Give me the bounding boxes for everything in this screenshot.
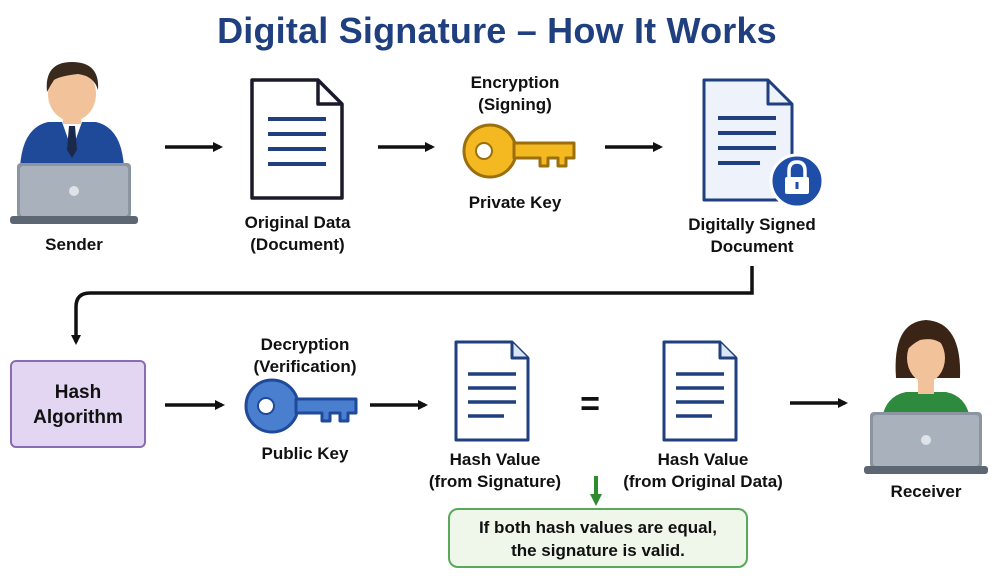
hash-original-line2: (from Original Data): [623, 472, 783, 491]
original-data-label: Original Data (Document): [225, 212, 370, 256]
private-key-label: Private Key: [468, 193, 562, 212]
receiver-label: Receiver: [890, 482, 962, 501]
validation-note-line1: If both hash values are equal,: [478, 518, 718, 537]
original-data-line1: Original Data: [244, 213, 351, 232]
connector-arrow: [71, 266, 754, 345]
equals-sign: =: [580, 385, 600, 423]
hash-original-label: Hash Value (from Original Data): [608, 449, 798, 493]
hash-signature-line2: (from Signature): [428, 472, 562, 491]
decryption-line2: (Verification): [253, 357, 357, 376]
flow-arrows-bottom: [165, 398, 848, 410]
encryption-line2: (Signing): [478, 95, 552, 114]
hash-signature-line1: Hash Value: [449, 450, 541, 469]
public-key-label: Public Key: [261, 444, 349, 463]
lock-icon: [769, 153, 825, 209]
signed-line2: Document: [710, 237, 794, 256]
sender-label: Sender: [45, 235, 103, 254]
encryption-label: Encryption (Signing): [440, 72, 590, 116]
hash-original-line1: Hash Value: [657, 450, 749, 469]
public-key-icon: [244, 378, 358, 434]
receiver-icon: [864, 320, 988, 474]
encryption-line1: Encryption: [470, 73, 560, 92]
hash-signature-document-icon: [454, 340, 530, 442]
signed-line1: Digitally Signed: [688, 215, 816, 234]
validation-note: If both hash values are equal, the signa…: [448, 508, 748, 568]
private-key-icon: [462, 123, 576, 179]
signed-document-label: Digitally Signed Document: [672, 214, 832, 258]
hash-algorithm-line1: Hash: [54, 382, 102, 403]
hash-signature-label: Hash Value (from Signature): [410, 449, 580, 493]
decryption-label: Decryption (Verification): [230, 334, 380, 378]
signed-document-icon: [702, 78, 794, 202]
original-data-line2: (Document): [250, 235, 345, 254]
page-title: Digital Signature – How It Works: [217, 10, 777, 51]
sender-icon: [10, 62, 138, 224]
validation-note-line2: the signature is valid.: [511, 541, 685, 560]
original-document-icon: [250, 78, 344, 200]
hash-algorithm-box: Hash Algorithm: [10, 360, 146, 448]
hash-original-document-icon: [662, 340, 738, 442]
decryption-line1: Decryption: [260, 335, 350, 354]
hash-algorithm-line2: Algorithm: [33, 407, 123, 428]
